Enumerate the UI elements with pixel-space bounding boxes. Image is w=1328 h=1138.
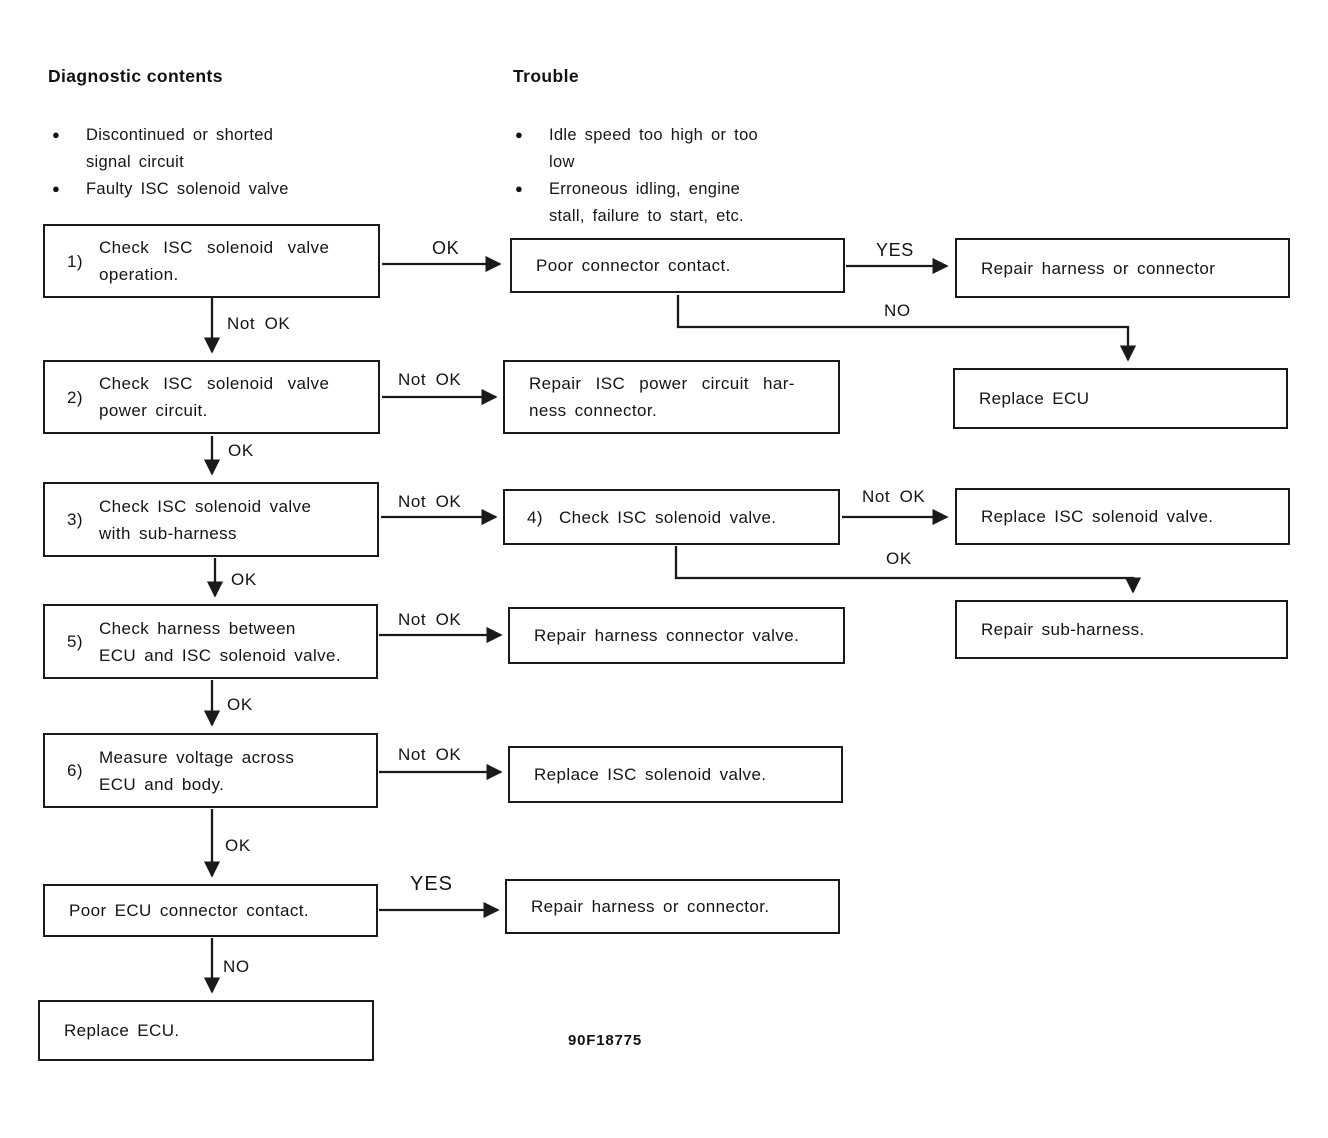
box-text-line: Check ISC solenoid valve. — [559, 507, 777, 527]
list-item-text: Erroneous idling, engine stall, failure … — [549, 176, 744, 229]
flowchart-box-repair-harness-or-connector-mid: Repair harness or connector. — [505, 879, 840, 934]
edge-label-step5-not-ok: Not OK — [398, 610, 462, 629]
flowchart-box-replace-ecu-right: Replace ECU — [953, 368, 1288, 429]
edge-label-step4-ok: OK — [886, 549, 912, 568]
box-text-line: Repair harness or connector. — [531, 897, 770, 916]
flowchart-box-replace-ecu-final: Replace ECU. — [38, 1000, 374, 1061]
box-text-line: Replace ECU — [979, 389, 1090, 408]
edge-label-step4-not-ok: Not OK — [862, 487, 926, 506]
edge-label-step3-not-ok: Not OK — [398, 492, 462, 511]
step-number: 6) — [67, 761, 83, 780]
bullet-icon: ● — [515, 127, 523, 142]
list-item: ● Idle speed too high or too low — [515, 122, 845, 175]
box-text-line: Check ISC solenoid valve — [99, 496, 312, 516]
box-text-line: Poor ECU connector contact. — [69, 901, 309, 920]
flowchart-box-step3: 3) Check ISC solenoid valve with sub-har… — [43, 482, 379, 557]
trouble-list: ● Idle speed too high or too low ● Erron… — [515, 122, 845, 230]
connector-poorconnector-no — [676, 295, 1137, 362]
list-item-text: Discontinued or shorted signal circuit — [86, 122, 273, 175]
box-text-line: with sub-harness — [99, 523, 237, 543]
bullet-icon: ● — [515, 181, 523, 196]
diagnostic-contents-list: ● Discontinued or shorted signal circuit… — [52, 122, 372, 204]
flowchart-box-step2: 2) Check ISC solenoid valve power circui… — [43, 360, 380, 434]
box-text-line: Repair ISC power circuit har- — [529, 374, 795, 393]
flowchart-box-poor-connector-contact: Poor connector contact. — [510, 238, 845, 293]
edge-label-step5-ok: OK — [227, 695, 253, 714]
box-text-line: Replace ECU. — [64, 1021, 180, 1040]
box-text-line: ECU and body. — [99, 774, 225, 794]
bullet-icon: ● — [52, 127, 60, 142]
list-item-line: stall, failure to start, etc. — [549, 206, 744, 225]
list-item-line: Discontinued or shorted — [86, 126, 274, 144]
flowchart-box-repair-harness-or-connector-top: Repair harness or connector — [955, 238, 1290, 298]
box-text-line: power circuit. — [99, 401, 208, 420]
edge-label-poor-ecu-yes: YES — [410, 873, 454, 895]
trouble-title: Trouble — [513, 66, 579, 86]
list-item-line: signal circuit — [86, 152, 184, 171]
step-number: 1) — [67, 251, 83, 271]
step-number: 3) — [67, 510, 83, 529]
edge-label-step3-ok: OK — [231, 570, 257, 589]
list-item-text: Faulty ISC solenoid valve — [86, 176, 289, 203]
edge-label-step6-not-ok: Not OK — [398, 745, 462, 764]
step-number: 2) — [67, 387, 83, 407]
bullet-icon: ● — [52, 181, 60, 196]
edge-label-step2-ok: OK — [228, 441, 254, 460]
flowchart-box-replace-isc-valve-mid: Replace ISC solenoid valve. — [508, 746, 843, 803]
edge-label-poor-ecu-no: NO — [223, 957, 250, 976]
flowchart-box-replace-isc-valve-right: Replace ISC solenoid valve. — [955, 488, 1290, 545]
box-text-line: Replace ISC solenoid valve. — [534, 765, 767, 784]
box-text-line: Repair sub-harness. — [981, 620, 1145, 639]
list-item: ● Faulty ISC solenoid valve — [52, 176, 372, 203]
connector-step4-ok — [674, 546, 1142, 594]
edge-label-step2-not-ok: Not OK — [398, 370, 462, 389]
edge-label-step6-ok: OK — [225, 836, 251, 855]
box-text-line: Repair harness connector valve. — [534, 626, 800, 645]
list-item-line: low — [549, 152, 575, 171]
list-item: ● Erroneous idling, engine stall, failur… — [515, 176, 845, 229]
edge-label-step1-not-ok: Not OK — [227, 314, 291, 333]
flowchart-box-poor-ecu-contact: Poor ECU connector contact. — [43, 884, 378, 937]
list-item-line: Faulty ISC solenoid valve — [86, 180, 289, 198]
flowchart-box-step1: 1) Check ISC solenoid valve operation. — [43, 224, 380, 298]
flowchart-box-step6: 6) Measure voltage across ECU and body. — [43, 733, 378, 808]
box-text-line: ECU and ISC solenoid valve. — [99, 645, 342, 665]
list-item-text: Idle speed too high or too low — [549, 122, 758, 175]
list-item-line: Erroneous idling, engine — [549, 180, 741, 198]
flowchart-box-repair-power-circuit: Repair ISC power circuit har- ness conne… — [503, 360, 840, 434]
step-number: 5) — [67, 632, 83, 651]
box-text-line: operation. — [99, 265, 179, 284]
diagnostic-contents-title: Diagnostic contents — [48, 66, 223, 86]
box-text-line: Measure voltage across — [99, 747, 295, 767]
box-text-line: Check ISC solenoid valve — [99, 374, 330, 393]
box-text-line: ness connector. — [529, 401, 658, 420]
flowchart-box-step4: 4) Check ISC solenoid valve. — [503, 489, 840, 545]
list-item: ● Discontinued or shorted signal circuit — [52, 122, 372, 175]
flowchart-box-step5: 5) Check harness between ECU and ISC sol… — [43, 604, 378, 679]
flowchart-box-repair-harness-connector-valve: Repair harness connector valve. — [508, 607, 845, 664]
box-text-line: Check harness between — [99, 618, 296, 638]
list-item-line: Idle speed too high or too — [549, 126, 759, 144]
edge-label-step1-ok: OK — [432, 238, 460, 258]
flowchart-box-repair-sub-harness: Repair sub-harness. — [955, 600, 1288, 659]
edge-label-poor-connector-yes: YES — [876, 240, 914, 260]
box-text-line: Repair harness or connector — [981, 258, 1216, 278]
figure-code: 90F18775 — [568, 1032, 642, 1049]
box-text-line: Poor connector contact. — [536, 256, 731, 275]
step-number: 4) — [527, 507, 543, 527]
box-text-line: Check ISC solenoid valve — [99, 238, 330, 257]
box-text-line: Replace ISC solenoid valve. — [981, 507, 1214, 526]
edge-label-poor-connector-no: NO — [884, 301, 911, 320]
